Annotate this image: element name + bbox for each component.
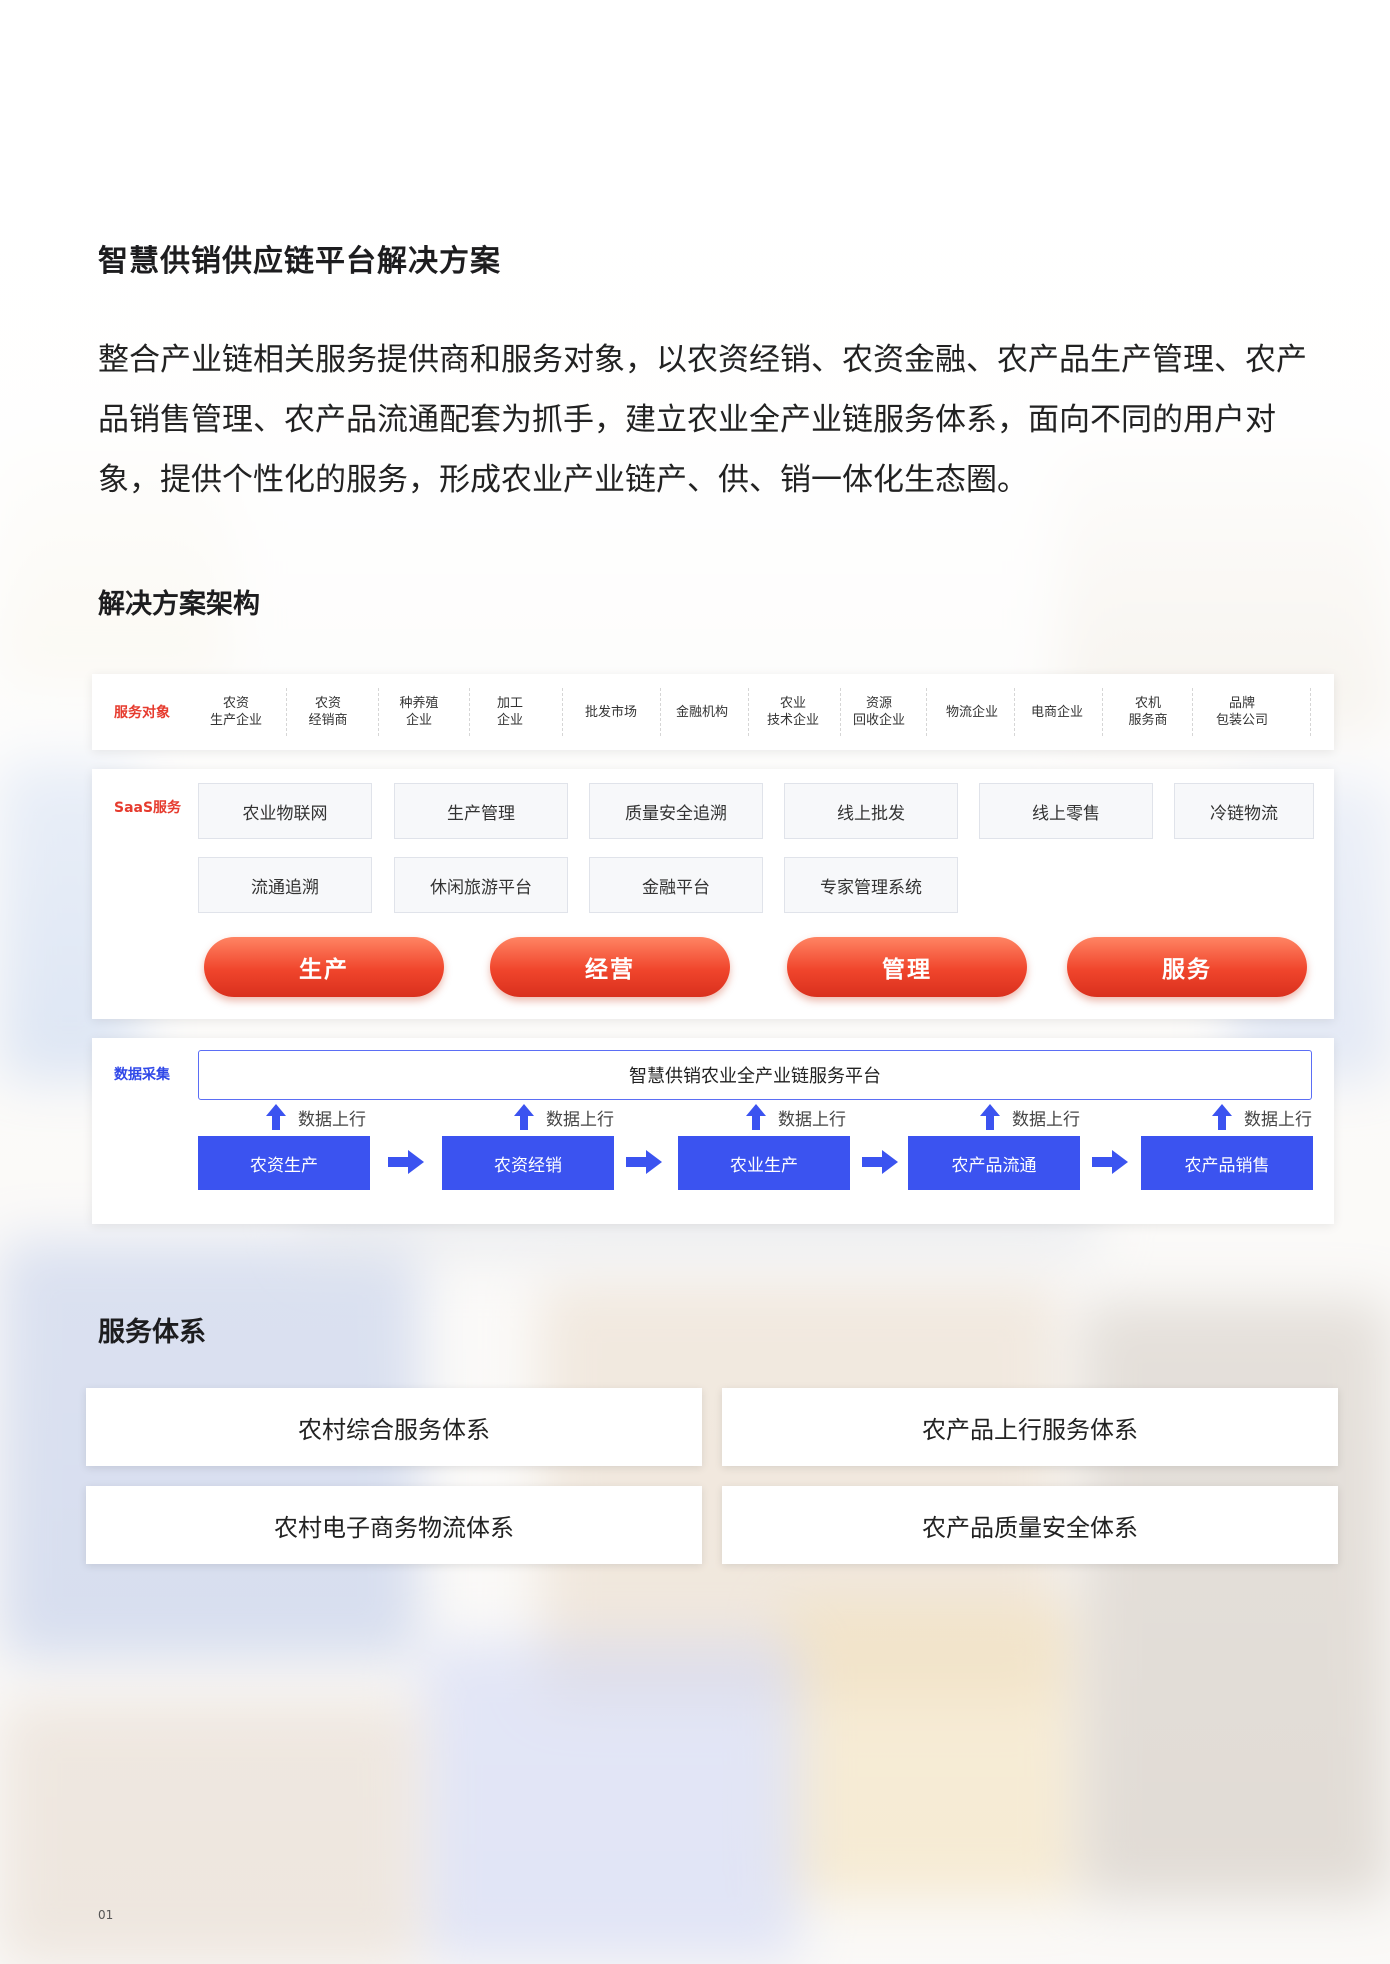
saas-item: 冷链物流 [1174,783,1314,839]
target-item: 加工 企业 [496,696,523,728]
data-collection-panel: 数据采集 智慧供销农业全产业链服务平台 数据上行 数据上行 数据上行 数据上行 … [92,1038,1334,1224]
up-arrow-icon [980,1104,1000,1130]
service-targets-panel: 服务对象 农资 生产企业 农资 经销商 种养殖 企业 加工 企业 批发市场 金融… [92,674,1334,750]
stage-box: 农业生产 [678,1136,850,1190]
target-item: 品牌 包装公司 [1215,696,1268,728]
stage-box: 农资生产 [198,1136,370,1190]
right-arrow-icon [862,1150,898,1174]
target-item: 物流企业 [945,704,998,720]
architecture-heading: 解决方案架构 [98,589,260,620]
divider [562,688,563,736]
service-system-heading: 服务体系 [98,1317,206,1348]
target-item: 农资 经销商 [308,696,348,728]
saas-item: 生产管理 [394,783,568,839]
stage-box: 农资经销 [442,1136,614,1190]
target-item: 农机 服务商 [1128,696,1168,728]
upload-indicator: 数据上行 [266,1102,366,1132]
saas-label: SaaS服务 [114,800,182,816]
divider [840,688,841,736]
data-collection-label: 数据采集 [114,1067,170,1083]
divider [660,688,661,736]
saas-panel: SaaS服务 农业物联网 生产管理 质量安全追溯 线上批发 线上零售 冷链物流 … [92,769,1334,1019]
upload-indicator: 数据上行 [746,1102,846,1132]
saas-item: 线上批发 [784,783,958,839]
saas-item: 金融平台 [589,857,763,913]
divider [926,688,927,736]
divider [469,688,470,736]
pill-operation: 经营 [490,937,730,997]
target-item: 批发市场 [584,704,637,720]
pill-service: 服务 [1067,937,1307,997]
saas-item: 线上零售 [979,783,1153,839]
divider [748,688,749,736]
upload-indicator: 数据上行 [980,1102,1080,1132]
upload-indicator: 数据上行 [514,1102,614,1132]
service-targets-label: 服务对象 [114,705,170,721]
service-system-item: 农村电子商务物流体系 [86,1486,702,1564]
upload-label: 数据上行 [1012,1109,1080,1130]
upload-label: 数据上行 [298,1109,366,1130]
right-arrow-icon [1092,1150,1128,1174]
divider [1102,688,1103,736]
service-system-item: 农村综合服务体系 [86,1388,702,1466]
target-item: 种养殖 企业 [399,696,439,728]
divider [1014,688,1015,736]
pill-management: 管理 [787,937,1027,997]
platform-banner: 智慧供销农业全产业链服务平台 [198,1050,1312,1100]
target-item: 农资 生产企业 [209,696,262,728]
upload-label: 数据上行 [778,1109,846,1130]
stage-box: 农产品销售 [1141,1136,1313,1190]
target-item: 资源 回收企业 [852,696,905,728]
stage-box: 农产品流通 [908,1136,1080,1190]
saas-item: 农业物联网 [198,783,372,839]
page-number: 01 [98,1908,114,1922]
upload-label: 数据上行 [1244,1109,1312,1130]
target-item: 电商企业 [1030,704,1083,720]
right-arrow-icon [388,1150,424,1174]
target-item: 金融机构 [675,704,728,720]
up-arrow-icon [266,1104,286,1130]
target-item: 农业 技术企业 [766,696,819,728]
pill-production: 生产 [204,937,444,997]
saas-item: 质量安全追溯 [589,783,763,839]
upload-label: 数据上行 [546,1109,614,1130]
up-arrow-icon [746,1104,766,1130]
service-system-item: 农产品质量安全体系 [722,1486,1338,1564]
divider [1192,688,1193,736]
saas-item: 休闲旅游平台 [394,857,568,913]
up-arrow-icon [514,1104,534,1130]
upload-indicator: 数据上行 [1212,1102,1312,1132]
saas-item: 流通追溯 [198,857,372,913]
divider [1310,688,1311,736]
service-system-item: 农产品上行服务体系 [722,1388,1338,1466]
page-title: 智慧供销供应链平台解决方案 [98,244,501,279]
up-arrow-icon [1212,1104,1232,1130]
divider [378,688,379,736]
divider [286,688,287,736]
intro-paragraph: 整合产业链相关服务提供商和服务对象，以农资经销、农资金融、农产品生产管理、农产品… [98,342,1307,498]
right-arrow-icon [626,1150,662,1174]
saas-item: 专家管理系统 [784,857,958,913]
